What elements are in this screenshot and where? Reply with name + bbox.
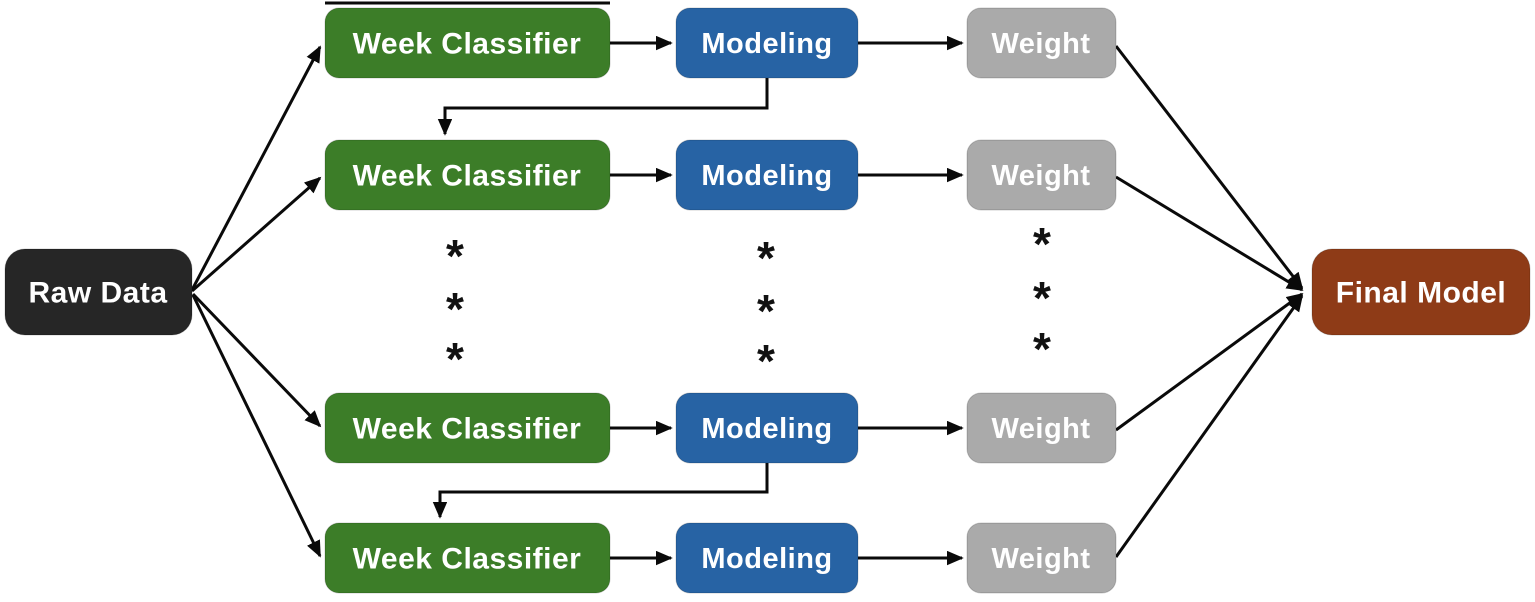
modeling-3-box — [675, 392, 859, 464]
final-model-box — [1311, 248, 1531, 336]
week-classifier-2-box — [324, 139, 611, 211]
pipeline-row-3: Week Classifier Modeling Weight — [324, 392, 1117, 464]
asterisk-glyph: * — [446, 230, 464, 282]
asterisk-glyph: * — [1033, 218, 1051, 270]
edge-modeling-3-to-classifier-4 — [432, 463, 769, 519]
modeling-2-label: Modeling — [701, 160, 832, 192]
edge-weight-3-to-finalmodel — [1115, 292, 1304, 432]
ellipsis-column-classifier: * * * — [446, 230, 464, 385]
weight-4-box — [966, 522, 1117, 594]
node-weight-1: Weight — [966, 7, 1117, 79]
asterisk-glyph: * — [1033, 323, 1051, 375]
pipeline-row-4: Week Classifier Modeling Weight — [324, 522, 1117, 594]
node-week-classifier-3: Week Classifier — [324, 392, 611, 464]
week-classifier-3-box — [324, 392, 611, 464]
weight-3-box — [966, 392, 1117, 464]
week-classifier-4-box — [324, 522, 611, 594]
modeling-1-label: Modeling — [701, 28, 832, 60]
asterisk-glyph: * — [757, 285, 775, 337]
weight-2-box — [966, 139, 1117, 211]
asterisk-glyph: * — [1033, 272, 1051, 324]
node-modeling-3: Modeling — [675, 392, 859, 464]
ellipsis-column-modeling: * * * — [757, 232, 775, 387]
edge-weight-1-to-finalmodel — [1114, 45, 1304, 290]
node-week-classifier-2: Week Classifier — [324, 139, 611, 211]
edge-weight-2-to-finalmodel — [1115, 175, 1304, 292]
ellipsis-column-weight: * * * — [1033, 218, 1051, 375]
node-week-classifier-4: Week Classifier — [324, 522, 611, 594]
week-classifier-3-label: Week Classifier — [353, 413, 582, 446]
modeling-1-box — [675, 7, 859, 79]
asterisk-glyph: * — [446, 283, 464, 335]
pipeline-row-1: Week Classifier Modeling Weight — [324, 7, 1117, 79]
asterisk-glyph: * — [757, 232, 775, 284]
asterisk-glyph: * — [757, 335, 775, 387]
week-classifier-1-box — [324, 7, 611, 79]
raw-data-label: Raw Data — [28, 277, 167, 310]
node-weight-3: Weight — [966, 392, 1117, 464]
asterisk-glyph: * — [446, 333, 464, 385]
weight-3-label: Weight — [991, 413, 1090, 445]
weight-4-label: Weight — [991, 543, 1090, 575]
edge-rawdata-to-classifier-2 — [191, 176, 322, 293]
modeling-3-label: Modeling — [701, 413, 832, 445]
edge-rawdata-to-classifier-1 — [190, 45, 322, 291]
modeling-2-box — [675, 139, 859, 211]
node-modeling-1: Modeling — [675, 7, 859, 79]
edge-rawdata-to-classifier-3 — [191, 292, 322, 428]
edge-weight-4-to-finalmodel — [1114, 294, 1304, 558]
node-weight-2: Weight — [966, 139, 1117, 211]
pipeline-row-2: Week Classifier Modeling Weight — [324, 139, 1117, 211]
edge-modeling-1-to-classifier-2 — [437, 78, 769, 136]
node-raw-data: Raw Data — [4, 248, 193, 336]
raw-data-box — [4, 248, 193, 336]
weight-1-box — [966, 7, 1117, 79]
modeling-4-box — [675, 522, 859, 594]
week-classifier-4-label: Week Classifier — [353, 543, 582, 576]
week-classifier-2-label: Week Classifier — [353, 160, 582, 193]
node-modeling-2: Modeling — [675, 139, 859, 211]
node-modeling-4: Modeling — [675, 522, 859, 594]
weight-2-label: Weight — [991, 160, 1090, 192]
node-weight-4: Weight — [966, 522, 1117, 594]
node-final-model: Final Model — [1311, 248, 1531, 336]
modeling-4-label: Modeling — [701, 543, 832, 575]
node-week-classifier-1: Week Classifier — [324, 7, 611, 79]
final-model-label: Final Model — [1336, 277, 1507, 310]
weight-1-label: Weight — [991, 28, 1090, 60]
week-classifier-1-label: Week Classifier — [353, 28, 582, 61]
edge-rawdata-to-classifier-4 — [191, 294, 322, 558]
